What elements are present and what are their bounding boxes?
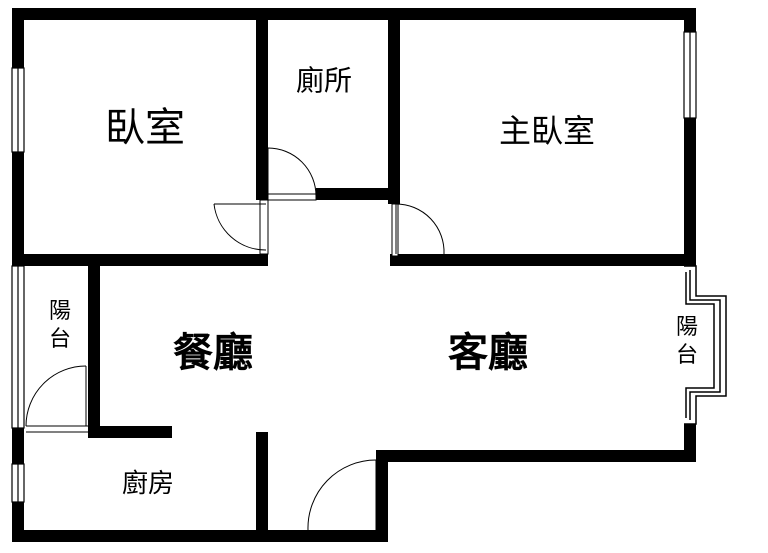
wall-toilet-bottom bbox=[316, 188, 400, 200]
door-toilet bbox=[267, 147, 317, 201]
wall-bottom-left bbox=[12, 530, 388, 542]
wall-balcony-left-right bbox=[88, 254, 100, 438]
doors bbox=[25, 147, 445, 531]
label-living: 客廳 bbox=[448, 330, 528, 376]
wall-left-low bbox=[12, 428, 24, 464]
wall-left-mid bbox=[12, 152, 24, 260]
label-master-bedroom: 主臥室 bbox=[499, 112, 595, 150]
bay-balcony-right bbox=[684, 265, 727, 425]
label-balcony-left-1: 陽 bbox=[49, 299, 71, 324]
windows bbox=[11, 31, 697, 503]
label-dining: 餐廳 bbox=[173, 330, 253, 376]
wall-bedroom-right bbox=[256, 8, 268, 200]
wall-top bbox=[12, 8, 694, 20]
wall-master-bottom bbox=[390, 254, 696, 266]
label-balcony-right-1: 陽 bbox=[676, 315, 698, 340]
label-bedroom: 臥室 bbox=[105, 105, 185, 151]
door-balcony-left bbox=[25, 365, 88, 433]
door-master-bedroom bbox=[391, 203, 445, 257]
label-balcony-left-2: 台 bbox=[49, 327, 71, 352]
wall-left-upper bbox=[12, 8, 24, 68]
wall-step-down bbox=[376, 450, 388, 542]
wall-kitchen-right bbox=[256, 432, 268, 542]
wall-toilet-right bbox=[388, 8, 400, 204]
wall-kitchen-top bbox=[88, 426, 172, 438]
door-entrance bbox=[307, 459, 380, 531]
wall-right-mid bbox=[684, 118, 696, 266]
label-kitchen: 廚房 bbox=[122, 469, 174, 499]
label-balcony-right-2: 台 bbox=[676, 343, 698, 368]
wall-step bbox=[376, 450, 696, 462]
wall-right-top bbox=[684, 8, 696, 32]
wall-bedroom-bottom bbox=[12, 254, 268, 266]
walls bbox=[12, 8, 696, 542]
door-bedroom bbox=[213, 199, 269, 255]
label-toilet: 廁所 bbox=[296, 64, 352, 97]
